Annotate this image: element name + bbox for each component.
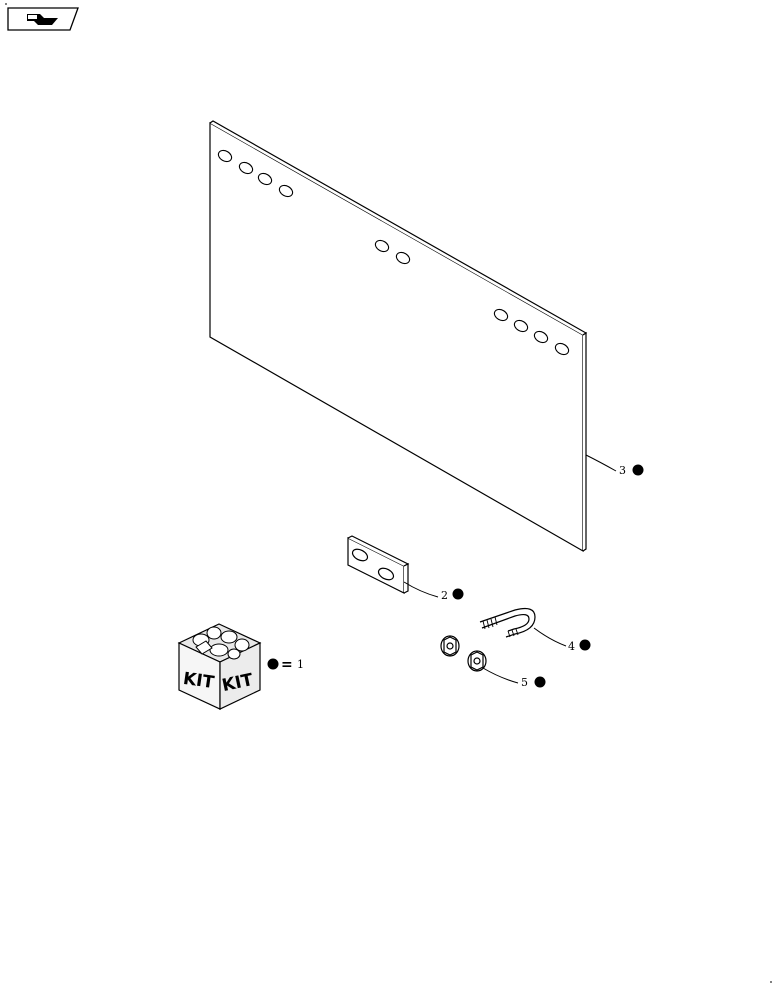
callout-5: 5	[482, 667, 546, 689]
next-page-button[interactable]	[7, 7, 79, 31]
flange-nut	[440, 635, 460, 657]
kit-marker-dot	[452, 588, 464, 600]
kit-marker-dot	[632, 464, 644, 476]
flange-nut	[467, 650, 487, 672]
callout-2: 2	[403, 581, 464, 602]
flap-plate	[209, 120, 588, 553]
kit-legend-item: 1	[297, 658, 304, 671]
kit-label-left: KIT	[182, 669, 216, 693]
kit-legend: = 1	[267, 657, 304, 673]
callout-3-label: 3	[619, 464, 626, 477]
next-page-arrow-icon	[27, 14, 58, 25]
callout-4: 4	[533, 627, 591, 653]
kit-marker-dot	[534, 676, 546, 688]
kit-legend-equals: =	[281, 657, 293, 673]
flap-slots	[217, 149, 570, 356]
kit-marker-dot	[267, 658, 279, 670]
kit-box-icon: KIT KIT	[177, 623, 262, 710]
callout-2-label: 2	[441, 589, 448, 602]
u-bolt	[479, 607, 536, 638]
clamp-plate	[347, 535, 410, 594]
kit-marker-dot	[579, 639, 591, 651]
callout-3: 3	[585, 454, 644, 477]
callout-4-label: 4	[568, 640, 575, 653]
callout-5-label: 5	[521, 676, 528, 689]
